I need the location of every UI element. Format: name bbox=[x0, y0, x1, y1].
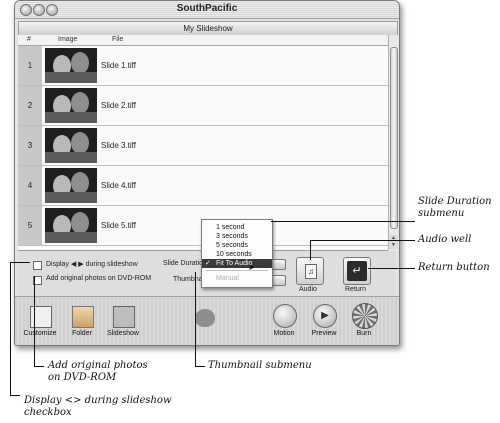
menu-item-10-seconds[interactable]: 10 seconds bbox=[216, 251, 252, 258]
slide-filename: Slide 1.tiff bbox=[101, 61, 136, 70]
return-label: Return bbox=[345, 286, 367, 293]
slide-filename: Slide 4.tiff bbox=[101, 181, 136, 190]
slide-thumbnail[interactable] bbox=[45, 88, 97, 123]
slide-duration-callout-line bbox=[271, 221, 415, 222]
add-original-callout-tick bbox=[34, 366, 44, 367]
menu-item-fit-to-audio[interactable]: ✓ Fit To Audio bbox=[202, 259, 272, 268]
slide-row[interactable]: 2 Slide 2.tiff bbox=[18, 86, 388, 126]
close-window-button[interactable] bbox=[20, 4, 32, 16]
apple-logo-icon bbox=[195, 309, 215, 327]
audio-well-callout-stub bbox=[310, 240, 311, 260]
motion-button[interactable] bbox=[273, 304, 297, 328]
slideshow-button[interactable] bbox=[113, 306, 135, 328]
window-title: SouthPacific bbox=[176, 3, 238, 14]
motion-label: Motion bbox=[273, 330, 295, 337]
slide-thumbnail[interactable] bbox=[45, 128, 97, 163]
slideshow-title: My Slideshow bbox=[18, 21, 398, 36]
scroll-thumb[interactable] bbox=[390, 47, 398, 229]
thumbnail-label: Thumbnail bbox=[173, 276, 206, 283]
callout-return-button: Return button bbox=[418, 262, 490, 273]
slide-duration-menu[interactable]: 1 second 3 seconds 5 seconds 10 seconds … bbox=[201, 219, 273, 288]
slide-number: 1 bbox=[18, 46, 42, 85]
folder-icon[interactable] bbox=[72, 306, 94, 328]
slide-thumbnail[interactable] bbox=[45, 168, 97, 203]
return-button[interactable]: ↵ bbox=[343, 257, 371, 285]
thumbnail-callout-line bbox=[195, 272, 196, 366]
menu-item-manual: Manual bbox=[216, 275, 239, 282]
column-number[interactable]: # bbox=[27, 36, 31, 43]
minimize-window-button[interactable] bbox=[33, 4, 45, 16]
mouse-pointer-icon: ➤ bbox=[248, 262, 256, 272]
preview-label: Preview bbox=[311, 330, 337, 337]
burn-label: Burn bbox=[356, 330, 372, 337]
menu-divider bbox=[206, 270, 268, 271]
checkmark-icon: ✓ bbox=[205, 260, 211, 267]
menu-item-5-seconds[interactable]: 5 seconds bbox=[216, 242, 248, 249]
menu-item-3-seconds[interactable]: 3 seconds bbox=[216, 233, 248, 240]
folder-label: Folder bbox=[72, 330, 92, 337]
slide-row[interactable]: 3 Slide 3.tiff bbox=[18, 126, 388, 166]
slide-duration-label: Slide Duration bbox=[163, 260, 207, 267]
column-header: # Image File bbox=[18, 35, 388, 46]
slide-number: 5 bbox=[18, 206, 42, 245]
customize-label: Customize bbox=[23, 330, 57, 337]
add-original-callout-line bbox=[34, 276, 35, 366]
display-callout-line bbox=[10, 262, 11, 395]
audio-label: Audio bbox=[299, 286, 317, 293]
slide-filename: Slide 5.tiff bbox=[101, 221, 136, 230]
slide-row[interactable]: 5 Slide 5.tiff bbox=[18, 206, 388, 246]
slide-row[interactable]: 1 Slide 1.tiff bbox=[18, 46, 388, 86]
slide-list[interactable]: 1 Slide 1.tiff 2 Slide 2.tiff 3 Slide 3.… bbox=[18, 46, 388, 251]
slide-thumbnail[interactable] bbox=[45, 208, 97, 243]
callout-audio-well: Audio well bbox=[418, 234, 472, 245]
idvd-window: SouthPacific My Slideshow # Image File 1… bbox=[14, 0, 400, 346]
slide-number: 2 bbox=[18, 86, 42, 125]
scroll-up-arrow-icon[interactable]: ▲ bbox=[389, 235, 398, 242]
thumbnail-callout-tick bbox=[195, 366, 205, 367]
list-scrollbar[interactable]: ▲ ▼ bbox=[388, 35, 398, 250]
slideshow-label: Slideshow bbox=[107, 330, 139, 337]
menu-item-1-second[interactable]: 1 second bbox=[216, 224, 245, 231]
add-originals-label: Add original photos on DVD-ROM bbox=[46, 275, 152, 282]
customize-button[interactable] bbox=[30, 306, 52, 328]
slide-row[interactable]: 4 Slide 4.tiff bbox=[18, 166, 388, 206]
zoom-window-button[interactable] bbox=[46, 4, 58, 16]
return-arrow-icon: ↵ bbox=[347, 261, 367, 281]
arrows-icon: ◀ ▶ bbox=[70, 261, 84, 268]
scroll-down-arrow-icon[interactable]: ▼ bbox=[389, 242, 398, 249]
display-callout-tick bbox=[10, 395, 20, 396]
add-originals-checkbox[interactable] bbox=[33, 276, 42, 285]
slide-thumbnail[interactable] bbox=[45, 48, 97, 83]
burn-button[interactable] bbox=[352, 303, 378, 329]
audio-well[interactable]: ♫ bbox=[296, 257, 324, 285]
slide-number: 3 bbox=[18, 126, 42, 165]
settings-panel: Display ◀ ▶ during slideshow Add origina… bbox=[18, 251, 396, 296]
slide-filename: Slide 2.tiff bbox=[101, 101, 136, 110]
column-file[interactable]: File bbox=[112, 36, 124, 43]
display-arrows-checkbox[interactable] bbox=[33, 261, 42, 270]
title-bar[interactable]: SouthPacific bbox=[15, 1, 399, 19]
display-arrows-label: Display ◀ ▶ during slideshow bbox=[46, 261, 138, 268]
music-note-icon: ♫ bbox=[305, 264, 317, 279]
slide-filename: Slide 3.tiff bbox=[101, 141, 136, 150]
return-callout-line bbox=[368, 268, 415, 269]
audio-well-callout-line bbox=[310, 240, 415, 241]
bottom-toolbar: Customize Folder Slideshow Motion ▶ Prev… bbox=[15, 296, 399, 345]
slide-number: 4 bbox=[18, 166, 42, 205]
callout-thumbnail-submenu: Thumbnail submenu bbox=[208, 360, 312, 371]
preview-play-icon[interactable]: ▶ bbox=[313, 304, 337, 328]
column-image[interactable]: Image bbox=[58, 36, 78, 43]
display-callout-stub bbox=[10, 262, 30, 263]
